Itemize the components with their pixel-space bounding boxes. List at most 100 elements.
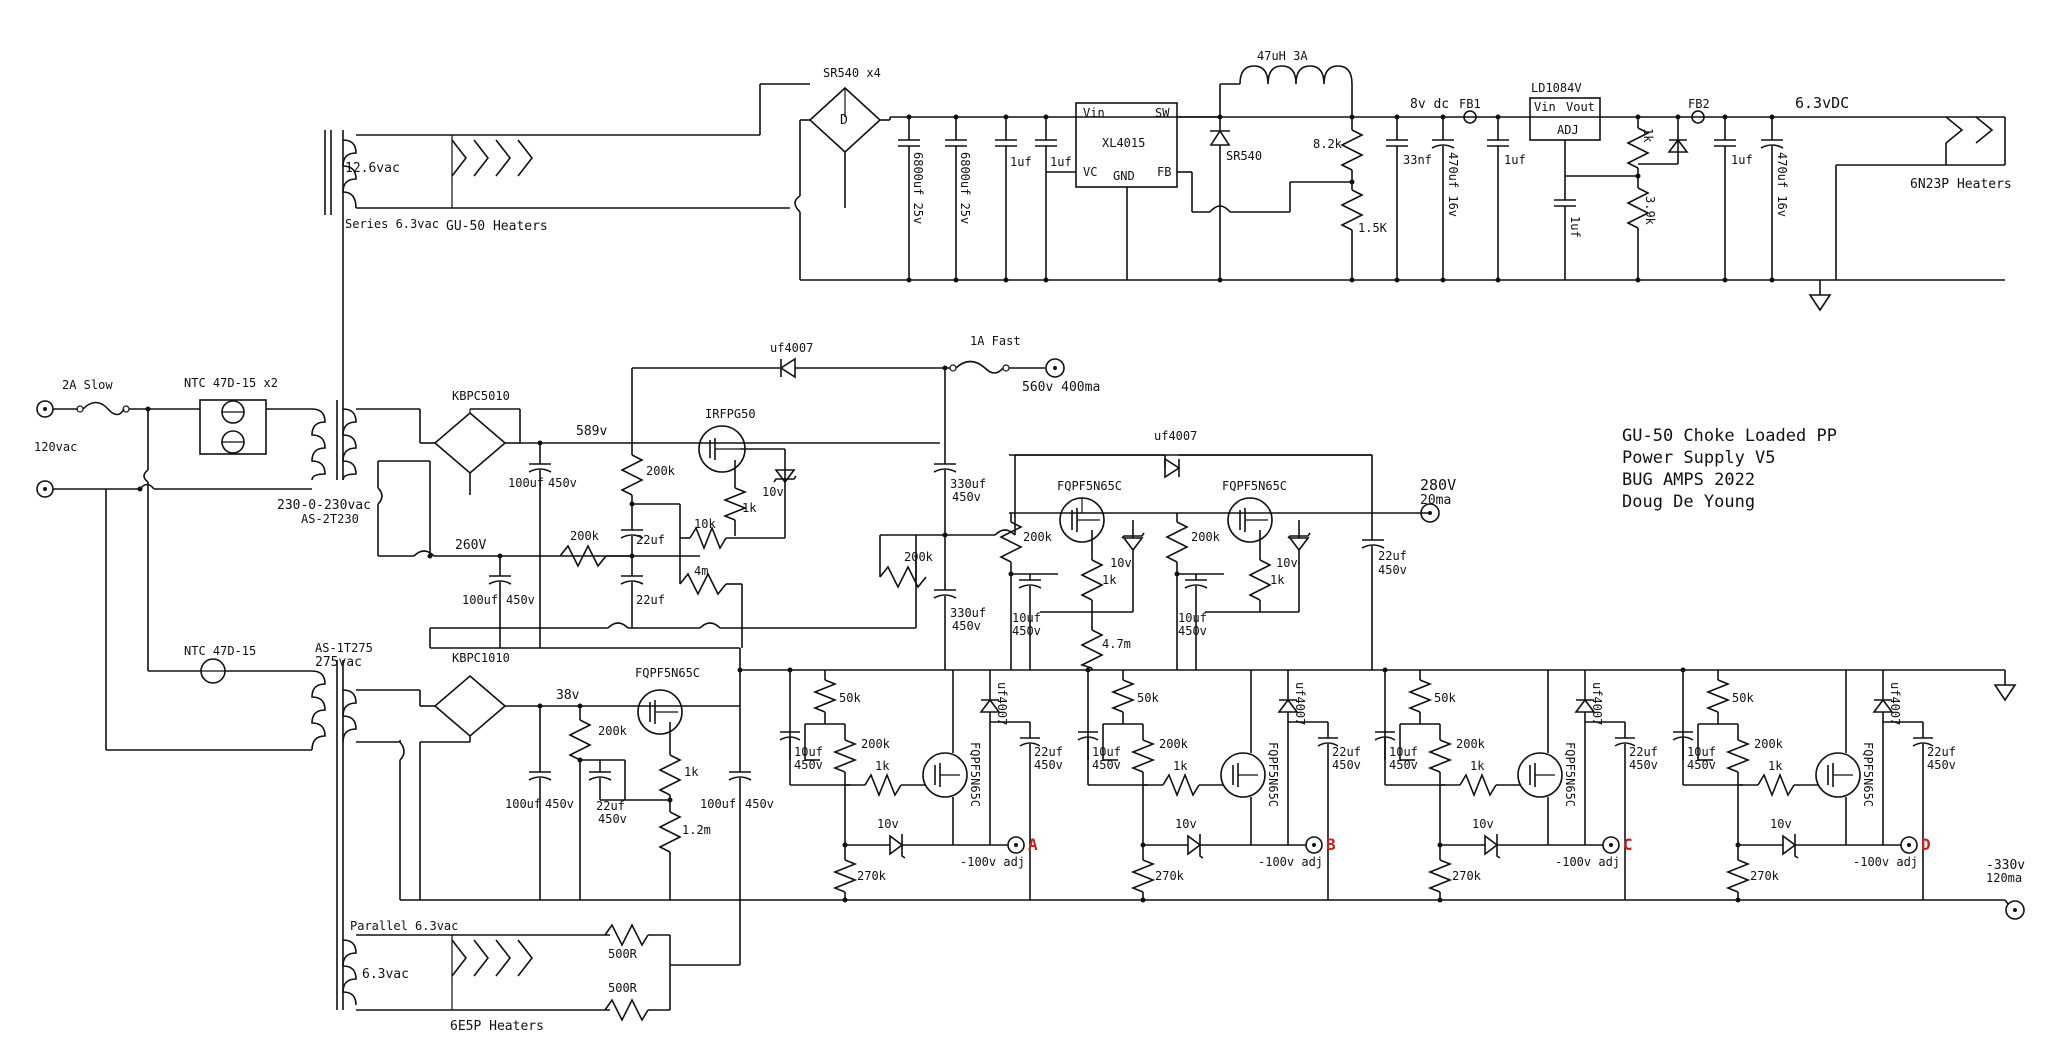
zener-10v-b <box>1288 537 1310 552</box>
r-200k-bias-label: 200k <box>598 724 628 738</box>
r-10k-label: 10k <box>694 517 716 531</box>
cap-10uf-a-voltage: 450v <box>1012 624 1041 638</box>
bias-transformer-part: AS-1T275 <box>315 641 373 655</box>
adj-voltage-label: -100v adj <box>1555 855 1620 869</box>
mains-label: 120vac <box>34 440 77 454</box>
fqpf-label: FQPF5N65C <box>1563 742 1577 807</box>
inductor-47uh <box>1239 65 1353 85</box>
v589-label: 589v <box>576 424 607 439</box>
r-1k-gate-label: 1k <box>1470 759 1485 773</box>
resistor-10k <box>689 525 727 551</box>
output-neg330-terminal <box>2005 900 2025 920</box>
cap-330uf-b-voltage: 450v <box>952 619 981 633</box>
ntc-main-label: NTC 47D-15 x2 <box>184 376 278 390</box>
fqpf-bias-label: FQPF5N65C <box>635 666 700 680</box>
resistor-1k-irf <box>722 487 748 521</box>
cap-10uf-voltage: 450v <box>1092 758 1121 772</box>
preamp-secondary-label: 6.3vac <box>362 967 409 982</box>
cap-22uf-out-label: 22uf <box>1332 745 1361 759</box>
6n23p-heater-filaments <box>1945 116 1994 144</box>
cap-10uf-label: 10uf <box>794 745 823 759</box>
ld1084-vin-pin: Vin <box>1534 100 1556 114</box>
r-200k-label: 200k <box>1754 737 1784 751</box>
preamp-heater-section: Parallel 6.3vac 6.3vac 6E5P Heaters 500R… <box>342 919 740 1034</box>
r-8k2-label: 8.2k <box>1313 137 1343 151</box>
r-200k-label: 200k <box>861 737 891 751</box>
fqpf-mosfet-ch <box>1517 752 1563 798</box>
sr540-label: SR540 <box>1226 149 1262 163</box>
kbpc5010-label: KBPC5010 <box>452 389 510 403</box>
i280-label: 20ma <box>1420 493 1451 508</box>
ground-symbol-bias <box>1993 684 2017 702</box>
hv-output-label: 560v 400ma <box>1022 380 1100 395</box>
heater-regulator-section: 12.6vac Series 6.3vac GU-50 Heaters SR54… <box>342 49 2012 312</box>
ldo-protection-diode <box>1667 138 1689 153</box>
cap-10uf-b <box>1077 736 1099 741</box>
resistor-1k5 <box>1340 189 1364 231</box>
r-200k-d-label: 200k <box>1023 530 1053 544</box>
fuse-1a-fast <box>955 360 1004 374</box>
ld1084-vout-pin: Vout <box>1566 100 1595 114</box>
resistor-200k-bias <box>568 719 592 761</box>
cap-22uf-out-label: 22uf <box>1034 745 1063 759</box>
cap-22uf-out-voltage: 450v <box>1629 758 1658 772</box>
uf4007-label: uf4007 <box>1888 682 1902 725</box>
cap-10uf-label: 10uf <box>1092 745 1121 759</box>
title-line-1: GU-50 Choke Loaded PP <box>1622 426 1837 446</box>
cap-22uf-out-label: 22uf <box>1927 745 1956 759</box>
kbpc5010-bridge <box>433 411 507 475</box>
parallel-note: Parallel 6.3vac <box>350 919 458 933</box>
transformer-cores <box>324 130 344 1010</box>
resistor-200k-pot <box>1130 739 1156 773</box>
r-270k-label: 270k <box>1155 869 1185 883</box>
title-line-3: BUG AMPS 2022 <box>1622 470 1755 490</box>
heater-capacitor-bank <box>898 114 1057 283</box>
adj-voltage-label: -100v adj <box>1853 855 1918 869</box>
resistor-50k <box>812 679 838 713</box>
xl4015-fb-pin: FB <box>1157 165 1171 179</box>
r-4m-label: 4m <box>694 564 708 578</box>
resistor-1k-gate <box>1162 772 1200 798</box>
r-270k-label: 270k <box>1452 869 1482 883</box>
output-280v-terminal <box>1420 503 1440 523</box>
fqpf-b-label: FQPF5N65C <box>1222 479 1287 493</box>
r-270k-label: 270k <box>1750 869 1780 883</box>
zener-10v <box>1782 834 1797 856</box>
6e5p-heater-filaments <box>451 939 534 977</box>
cap-10uf-voltage: 450v <box>1389 758 1418 772</box>
resistor-8k2 <box>1340 129 1364 171</box>
xl4015-vc-pin: VC <box>1083 165 1097 179</box>
channel-id-label: C <box>1623 835 1633 854</box>
kbpc1010-bridge <box>433 674 507 738</box>
ferrite-bead-1 <box>1463 110 1477 124</box>
uf4007-label: uf4007 <box>995 682 1009 725</box>
main-transformer-primary <box>311 408 326 481</box>
6n23p-heaters-label: 6N23P Heaters <box>1910 177 2012 192</box>
kbpc1010-label: KBPC1010 <box>452 651 510 665</box>
r-500r-a-label: 500R <box>608 947 638 961</box>
r-1m2-label: 1.2m <box>682 823 711 837</box>
zener-10v-a <box>1122 537 1144 552</box>
cap-22uf-out <box>1019 742 1041 747</box>
resistor-50k <box>1407 679 1433 713</box>
bias-output-terminal <box>1007 836 1025 854</box>
r-200k-label: 200k <box>1159 737 1189 751</box>
cap-22uf-out <box>1912 742 1934 747</box>
r-1k-gate-label: 1k <box>1768 759 1783 773</box>
zener-label: 10v <box>1770 817 1792 831</box>
zener-10v-irf-label: 10v <box>762 485 784 499</box>
r-1k-gate-label: 1k <box>1173 759 1188 773</box>
gu50-heaters-label: GU-50 Heaters <box>446 219 548 234</box>
pot-50k-label: 50k <box>1434 691 1456 705</box>
uf4007-mid-label: uf4007 <box>1154 429 1197 443</box>
r-1k5-label: 1.5K <box>1358 221 1388 235</box>
resistor-200k-pot <box>1427 739 1453 773</box>
hv-output-terminal <box>1045 358 1065 378</box>
v38-label: 38v <box>556 688 580 703</box>
resistor-3k9 <box>1626 187 1650 229</box>
v8-label: 8v dc <box>1410 97 1449 112</box>
r-1k-a-label: 1k <box>1102 573 1117 587</box>
cap-1uf-b-label: 1uf <box>1050 155 1072 169</box>
